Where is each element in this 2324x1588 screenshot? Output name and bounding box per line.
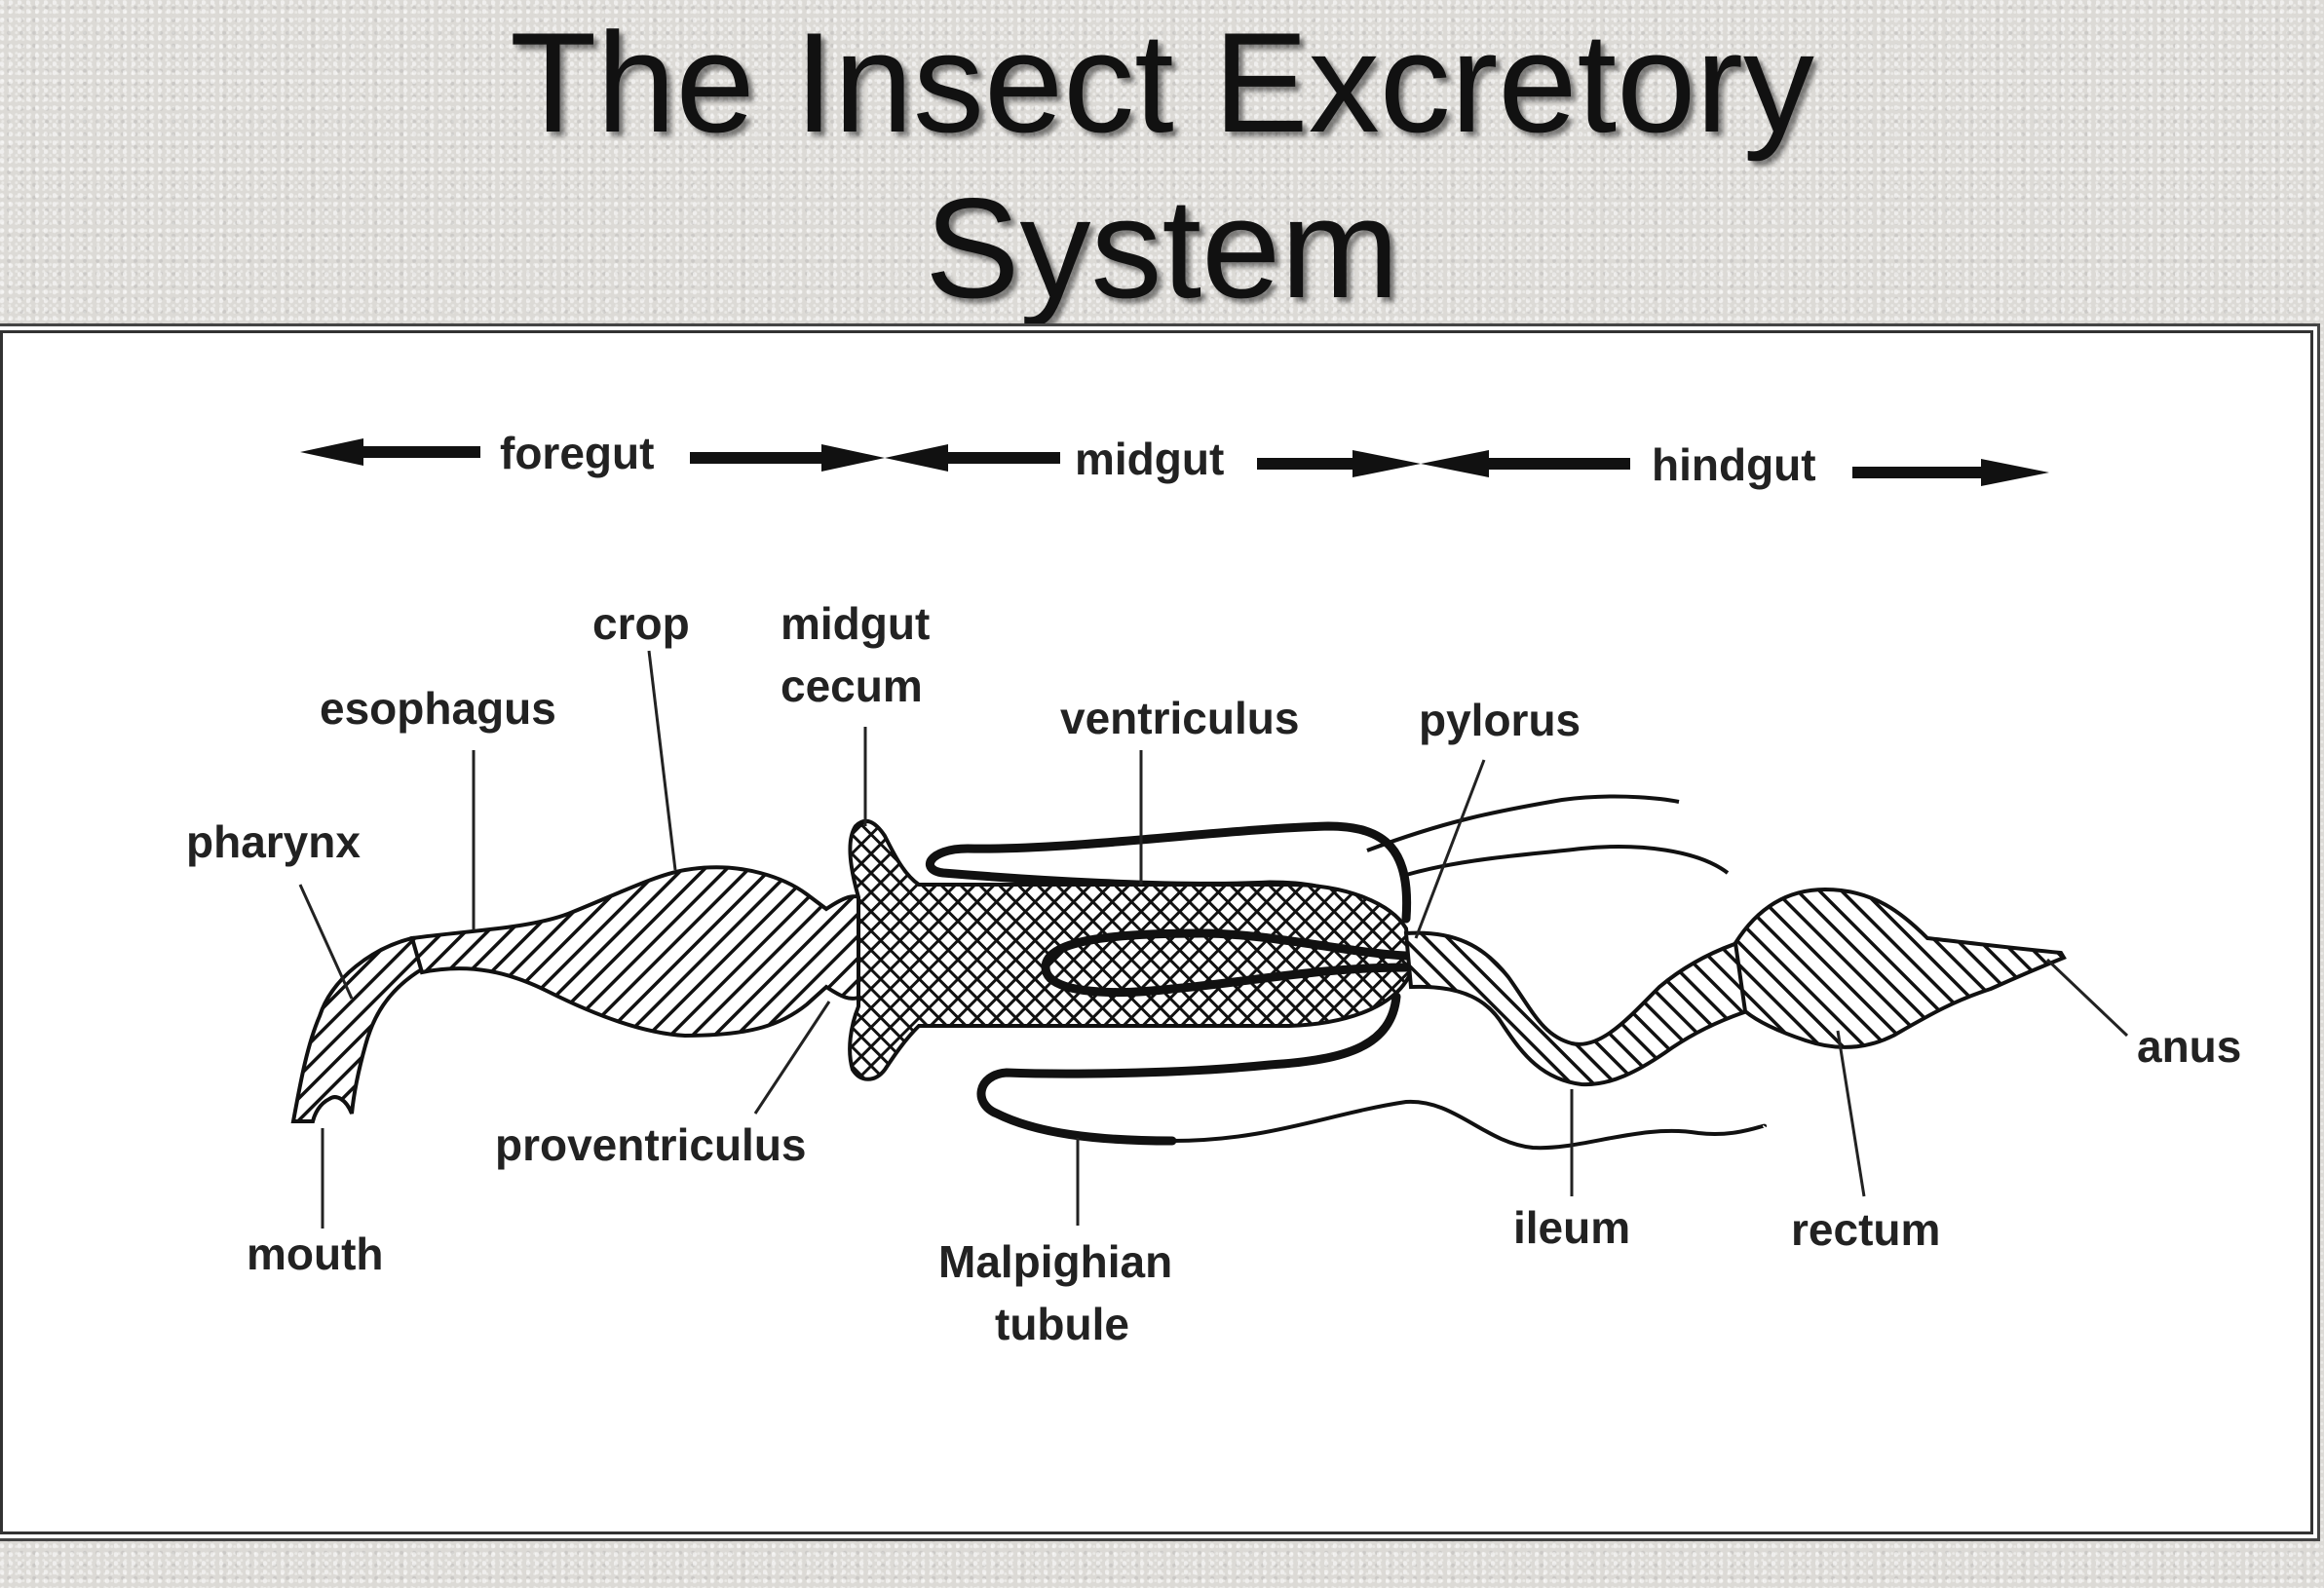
- leader-rectum: [1836, 1030, 1866, 1197]
- leader-lines: [298, 650, 2129, 1229]
- midgut: [848, 818, 1414, 1081]
- title-line-2: System: [925, 169, 1399, 327]
- label-rectum: rectum: [1791, 1204, 1940, 1255]
- region-label-hindgut: hindgut: [1652, 439, 1816, 490]
- hindgut-arrow-right: [1852, 459, 2049, 486]
- label-mouth: mouth: [247, 1229, 384, 1279]
- midgut-arrow-left: [885, 444, 1060, 472]
- foregut-arrow-left: [300, 438, 480, 466]
- ileum-shape: [1403, 930, 1750, 1087]
- hindgut: [1403, 887, 2067, 1087]
- leader-anus: [2045, 958, 2129, 1038]
- label-ventriculus: ventriculus: [1060, 693, 1299, 743]
- region-label-midgut: midgut: [1075, 434, 1224, 484]
- slide-title: The Insect Excretory System: [0, 0, 2324, 331]
- region-arrows: [300, 438, 2049, 486]
- label-crop: crop: [592, 598, 690, 649]
- label-pylorus: pylorus: [1419, 695, 1581, 745]
- label-esophagus: esophagus: [320, 683, 556, 734]
- digestive-excretory-diagram: foregut midgut hindgut pharynx esophagus…: [186, 428, 2241, 1349]
- leader-pylorus: [1414, 759, 1486, 939]
- hindgut-arrow-left: [1421, 450, 1630, 477]
- label-midgut-cecum-line2: cecum: [781, 661, 923, 711]
- label-malpighian-line1: Malpighian: [938, 1236, 1172, 1287]
- malpighian-tubule-thin-2: [1405, 845, 1730, 877]
- midgut-arrow-right: [1257, 450, 1421, 477]
- title-line-1: The Insect Excretory: [510, 3, 1814, 162]
- leader-proventriculus: [753, 1001, 831, 1115]
- region-label-foregut: foregut: [500, 428, 654, 478]
- label-midgut-cecum-line1: midgut: [781, 598, 930, 649]
- esophagus-crop-shape: [409, 865, 862, 1039]
- malpighian-tubule-lower: [976, 992, 1401, 1146]
- rectum-shape: [1733, 887, 2067, 1049]
- malpighian-tubule-thin-1: [1366, 794, 1680, 852]
- label-pharynx: pharynx: [186, 816, 361, 867]
- label-malpighian-line2: tubule: [995, 1299, 1129, 1349]
- diagram-frame: foregut midgut hindgut pharynx esophagus…: [0, 330, 2313, 1534]
- leader-pharynx: [298, 884, 354, 1000]
- pharynx-shape: [290, 935, 431, 1123]
- foregut: [290, 865, 862, 1123]
- malpighian-tubule-lower-thin: [1171, 1099, 1768, 1151]
- label-proventriculus: proventriculus: [495, 1119, 807, 1170]
- label-ileum: ileum: [1513, 1202, 1630, 1253]
- malpighian-tubule-coil: [1041, 928, 1411, 997]
- label-anus: anus: [2137, 1021, 2241, 1072]
- leader-crop: [647, 650, 677, 871]
- foregut-arrow-right: [690, 444, 885, 472]
